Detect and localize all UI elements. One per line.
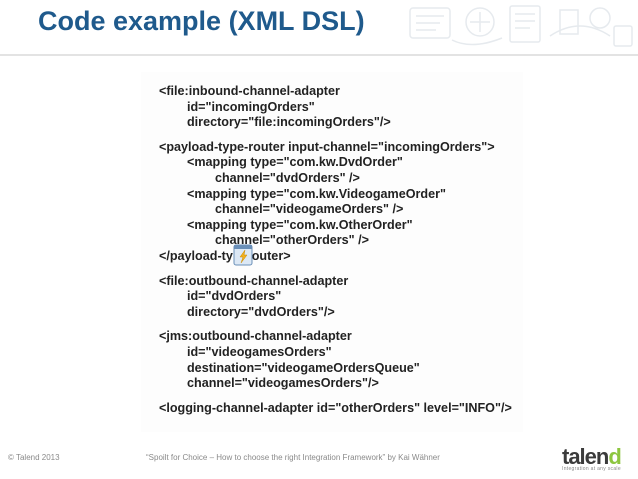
sticky-note-icon[interactable]	[233, 244, 253, 266]
code-line: channel="videogamesOrders"/>	[159, 376, 379, 391]
talend-logo: talend Integration at any scale	[562, 444, 622, 472]
code-blank-line	[159, 320, 512, 329]
code-line: <logging-channel-adapter id="otherOrders…	[159, 400, 512, 415]
code-line: <mapping type="com.kw.OtherOrder"	[159, 217, 413, 232]
code-line: destination="videogameOrdersQueue"	[159, 360, 420, 375]
code-blank-line	[159, 131, 512, 140]
slide-title: Code example (XML DSL)	[38, 6, 365, 36]
code-line: directory="file:incomingOrders"/>	[159, 115, 391, 130]
code-line: id="incomingOrders"	[159, 99, 315, 114]
code-line: <payload-type-router input-channel="inco…	[159, 139, 495, 154]
code-line: <file:inbound-channel-adapter	[159, 84, 340, 98]
code-line: <mapping type="com.kw.DvdOrder"	[159, 155, 403, 170]
code-line: <file:outbound-channel-adapter	[159, 273, 349, 288]
code-line: <mapping type="com.kw.VideogameOrder"	[159, 186, 446, 201]
slide-header: Code example (XML DSL)	[0, 0, 638, 54]
code-line: directory="dvdOrders"/>	[159, 304, 335, 319]
code-blank-line	[159, 265, 512, 274]
code-line: <jms:outbound-channel-adapter	[159, 329, 352, 344]
citation-text: “Spoilt for Choice – How to choose the r…	[146, 453, 440, 462]
code-line: id="dvdOrders"	[159, 289, 282, 304]
code-line: id="videogamesOrders"	[159, 344, 332, 359]
code-block: <file:inbound-channel-adapter id="incomi…	[141, 72, 523, 432]
header-separator	[0, 54, 638, 56]
code-line: channel="videogameOrders" />	[159, 202, 404, 217]
copyright-text: © Talend 2013	[8, 453, 60, 462]
code-line: channel="dvdOrders" />	[159, 170, 360, 185]
code-listing: <file:inbound-channel-adapter id="incomi…	[159, 84, 512, 416]
code-line: </payload-ty router>	[159, 248, 291, 263]
logo-tagline: Integration at any scale	[562, 466, 621, 472]
header-decoration	[409, 5, 633, 47]
code-blank-line	[159, 392, 512, 401]
logo-wordmark: talend	[562, 444, 622, 469]
code-line: channel="otherOrders" />	[159, 233, 370, 248]
